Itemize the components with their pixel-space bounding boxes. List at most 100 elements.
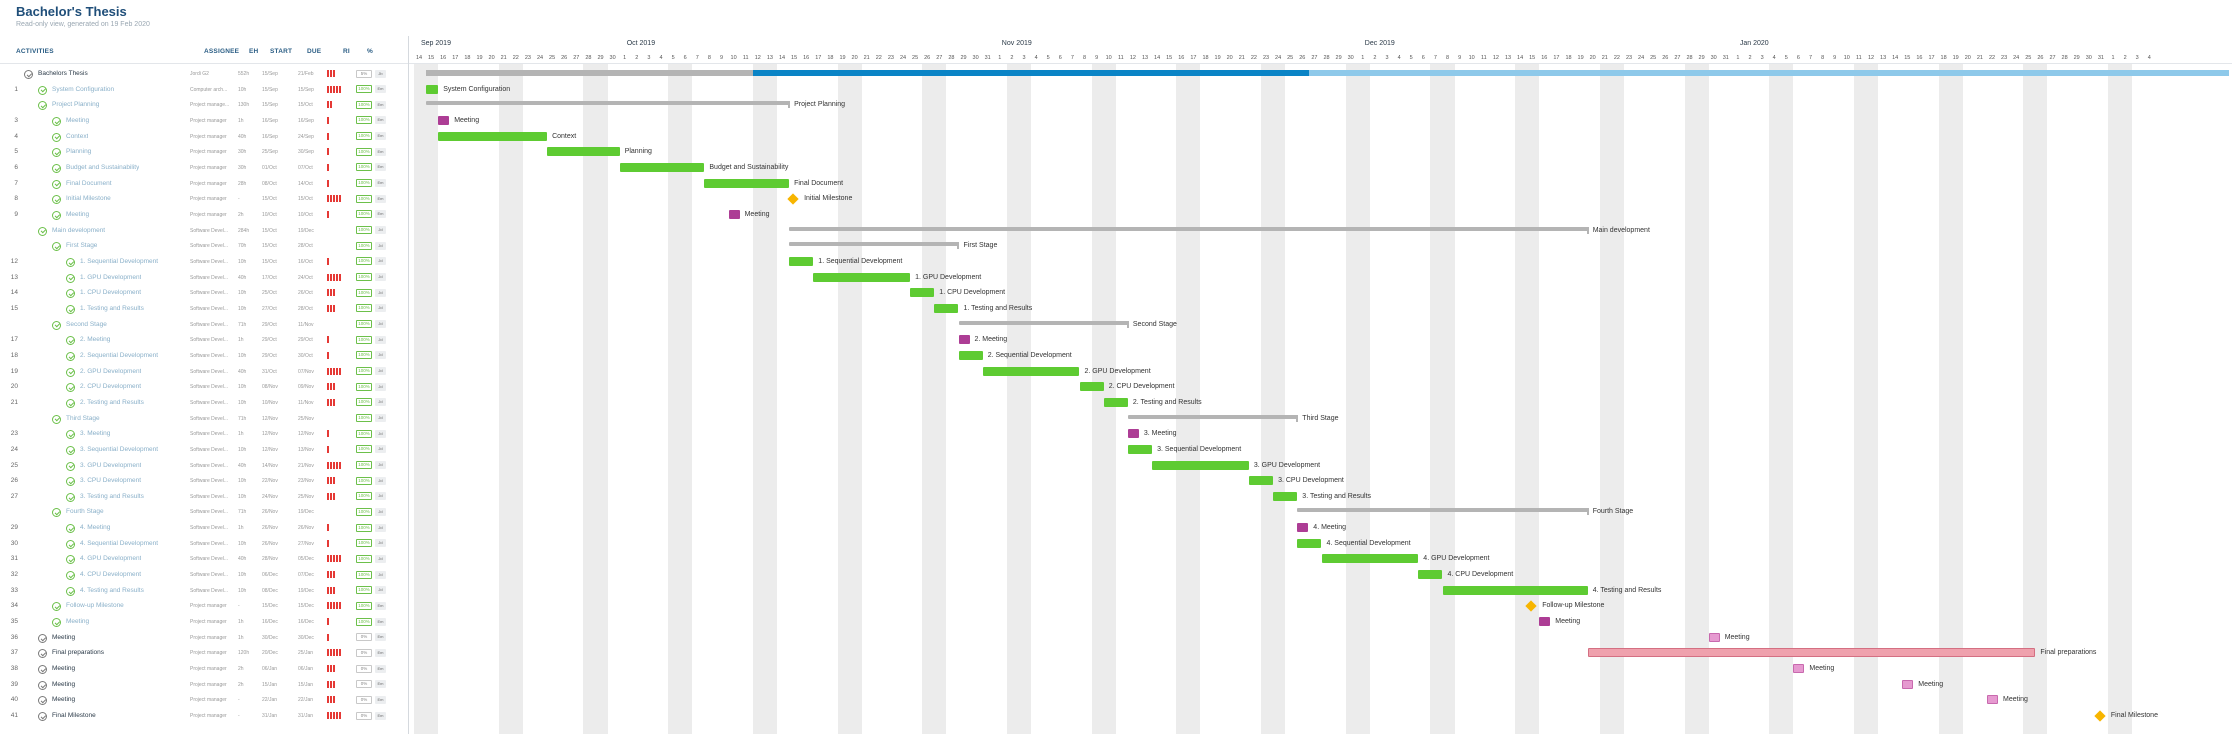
complete-checkbox[interactable] bbox=[38, 633, 47, 643]
activity-name[interactable]: Project Planning bbox=[52, 101, 100, 109]
activity-name[interactable]: 2. Sequential Development bbox=[80, 351, 159, 359]
activity-name[interactable]: 4. Meeting bbox=[80, 524, 111, 532]
task-bar[interactable] bbox=[438, 131, 548, 141]
complete-checkbox[interactable] bbox=[66, 257, 75, 267]
activity-name[interactable]: Meeting bbox=[52, 665, 76, 673]
complete-checkbox[interactable] bbox=[52, 508, 61, 518]
task-bar[interactable] bbox=[1127, 444, 1153, 454]
task-bar[interactable] bbox=[910, 288, 935, 298]
project-bar[interactable] bbox=[426, 70, 2229, 76]
activity-name[interactable]: 3. Meeting bbox=[80, 430, 111, 438]
complete-checkbox[interactable] bbox=[38, 226, 47, 236]
planned-meeting-bar[interactable] bbox=[1987, 695, 1998, 705]
complete-checkbox[interactable] bbox=[52, 195, 61, 205]
complete-checkbox[interactable] bbox=[66, 430, 75, 440]
activity-name[interactable]: 1. GPU Development bbox=[80, 273, 142, 281]
activity-name[interactable]: 4. CPU Development bbox=[80, 571, 142, 579]
col-eh[interactable]: EH bbox=[249, 48, 259, 55]
activity-name[interactable]: Final Milestone bbox=[52, 712, 96, 720]
complete-checkbox[interactable] bbox=[38, 649, 47, 659]
activity-name[interactable]: 1. Sequential Development bbox=[80, 257, 159, 265]
complete-checkbox[interactable] bbox=[66, 304, 75, 314]
activity-name[interactable]: Meeting bbox=[66, 116, 90, 124]
task-bar[interactable] bbox=[1442, 585, 1588, 595]
complete-checkbox[interactable] bbox=[66, 492, 75, 502]
activity-name[interactable]: Fourth Stage bbox=[66, 508, 104, 516]
task-bar[interactable] bbox=[1103, 397, 1128, 407]
complete-checkbox[interactable] bbox=[52, 602, 61, 612]
milestone-diamond[interactable] bbox=[787, 193, 799, 205]
complete-checkbox[interactable] bbox=[66, 477, 75, 487]
complete-checkbox[interactable] bbox=[52, 179, 61, 189]
task-bar[interactable] bbox=[934, 303, 959, 313]
activity-name[interactable]: 4. Sequential Development bbox=[80, 539, 159, 547]
meeting-bar[interactable] bbox=[1297, 523, 1309, 533]
activity-name[interactable]: Planning bbox=[66, 148, 92, 156]
task-bar[interactable] bbox=[704, 178, 790, 188]
task-bar[interactable] bbox=[789, 256, 814, 266]
activity-name[interactable]: Initial Milestone bbox=[66, 195, 111, 203]
task-bar[interactable] bbox=[982, 366, 1080, 376]
activity-name[interactable]: Meeting bbox=[52, 680, 76, 688]
planned-task-bar[interactable] bbox=[1587, 648, 2036, 658]
complete-checkbox[interactable] bbox=[66, 445, 75, 455]
complete-checkbox[interactable] bbox=[66, 336, 75, 346]
complete-checkbox[interactable] bbox=[52, 163, 61, 173]
complete-checkbox[interactable] bbox=[52, 116, 61, 126]
complete-checkbox[interactable] bbox=[52, 210, 61, 220]
complete-checkbox[interactable] bbox=[38, 85, 47, 95]
activity-name[interactable]: 2. Testing and Results bbox=[80, 398, 144, 406]
complete-checkbox[interactable] bbox=[66, 555, 75, 565]
complete-checkbox[interactable] bbox=[24, 70, 33, 79]
milestone-diamond[interactable] bbox=[2094, 709, 2106, 722]
activity-name[interactable]: Final Document bbox=[66, 179, 112, 187]
complete-checkbox[interactable] bbox=[66, 289, 75, 299]
summary-bar[interactable] bbox=[789, 226, 1589, 234]
complete-checkbox[interactable] bbox=[52, 132, 61, 142]
task-bar[interactable] bbox=[1321, 554, 1419, 564]
activity-name[interactable]: First Stage bbox=[66, 242, 98, 250]
planned-meeting-bar[interactable] bbox=[1902, 679, 1914, 689]
activity-name[interactable]: 3. GPU Development bbox=[80, 461, 142, 469]
complete-checkbox[interactable] bbox=[38, 665, 47, 675]
task-bar[interactable] bbox=[619, 162, 705, 172]
activity-name[interactable]: 2. Meeting bbox=[80, 336, 111, 344]
col-start[interactable]: START bbox=[270, 48, 293, 55]
activity-name[interactable]: System Configuration bbox=[52, 85, 115, 93]
complete-checkbox[interactable] bbox=[66, 367, 75, 377]
activity-name[interactable]: 1. Testing and Results bbox=[80, 304, 144, 312]
complete-checkbox[interactable] bbox=[52, 148, 61, 158]
activity-name[interactable]: Second Stage bbox=[66, 320, 107, 328]
task-bar[interactable] bbox=[547, 147, 620, 157]
complete-checkbox[interactable] bbox=[52, 414, 61, 424]
activity-name[interactable]: Follow-up Milestone bbox=[66, 602, 124, 610]
complete-checkbox[interactable] bbox=[52, 320, 61, 330]
activity-name[interactable]: 2. GPU Development bbox=[80, 367, 142, 375]
activity-name[interactable]: 3. Testing and Results bbox=[80, 492, 144, 500]
planned-meeting-bar[interactable] bbox=[1793, 664, 1805, 674]
complete-checkbox[interactable] bbox=[66, 524, 75, 534]
col-activities[interactable]: ACTIVITIES bbox=[16, 48, 54, 55]
